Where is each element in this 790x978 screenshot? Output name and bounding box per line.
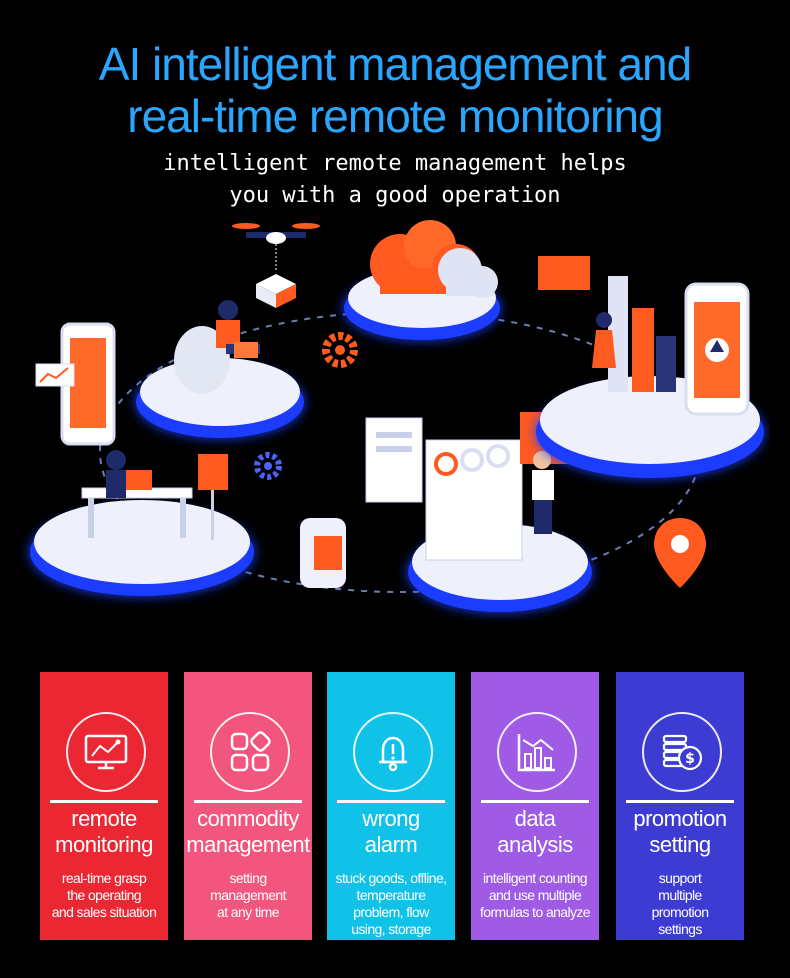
gear-icon xyxy=(254,452,282,480)
drone-delivery xyxy=(232,223,320,308)
location-pin-icon xyxy=(654,518,706,588)
platform-data-analysis xyxy=(365,412,592,612)
card-wrong-alarm: wrong alarm stuck goods, offline, temper… xyxy=(327,672,455,940)
card-name: wrong alarm xyxy=(362,806,420,857)
card-description: real-time grasp the operating and sales … xyxy=(51,870,157,920)
page-title: AI intelligent management and real-time … xyxy=(0,38,790,142)
card-remote-monitoring: remote monitoring real-time grasp the op… xyxy=(40,672,168,940)
alarm-bell-icon xyxy=(379,736,407,772)
isometric-illustration xyxy=(30,220,764,612)
card-description: stuck goods, offline, temperature proble… xyxy=(335,870,447,937)
smartwatch xyxy=(300,518,346,588)
platform-desk xyxy=(30,450,254,596)
phone-left xyxy=(35,322,116,446)
card-description: setting management at any time xyxy=(210,870,286,920)
platform-cloud xyxy=(344,220,500,340)
monitor-map-icon xyxy=(84,734,128,770)
gear-icon xyxy=(322,332,358,368)
card-description: intelligent counting and use multiple fo… xyxy=(480,870,591,920)
title-line-2: real-time remote monitoring xyxy=(127,90,663,142)
card-name: commodity management xyxy=(186,806,310,857)
platform-beanbag xyxy=(136,300,304,438)
card-commodity-management: commodity management setting management … xyxy=(184,672,312,940)
card-description: support multiple promotion settings xyxy=(651,870,709,937)
platform-phone-right xyxy=(536,256,764,478)
page-subtitle: intelligent remote management helps you … xyxy=(0,148,790,212)
card-data-analysis: data analysis intelligent counting and u… xyxy=(471,672,599,940)
coins-dollar-icon: $ xyxy=(662,734,703,771)
data-chart-icon xyxy=(517,734,555,772)
card-name: data analysis xyxy=(497,806,573,857)
svg-text:$: $ xyxy=(685,751,695,767)
title-line-1: AI intelligent management and xyxy=(98,38,692,90)
card-promotion-setting: $ promotion setting support multiple pro… xyxy=(616,672,744,940)
card-name: promotion setting xyxy=(633,806,727,857)
card-name: remote monitoring xyxy=(55,806,153,857)
subtitle-line-2: you with a good operation xyxy=(229,183,561,208)
subtitle-line-1: intelligent remote management helps xyxy=(163,151,627,176)
commodity-grid-icon xyxy=(230,731,271,772)
